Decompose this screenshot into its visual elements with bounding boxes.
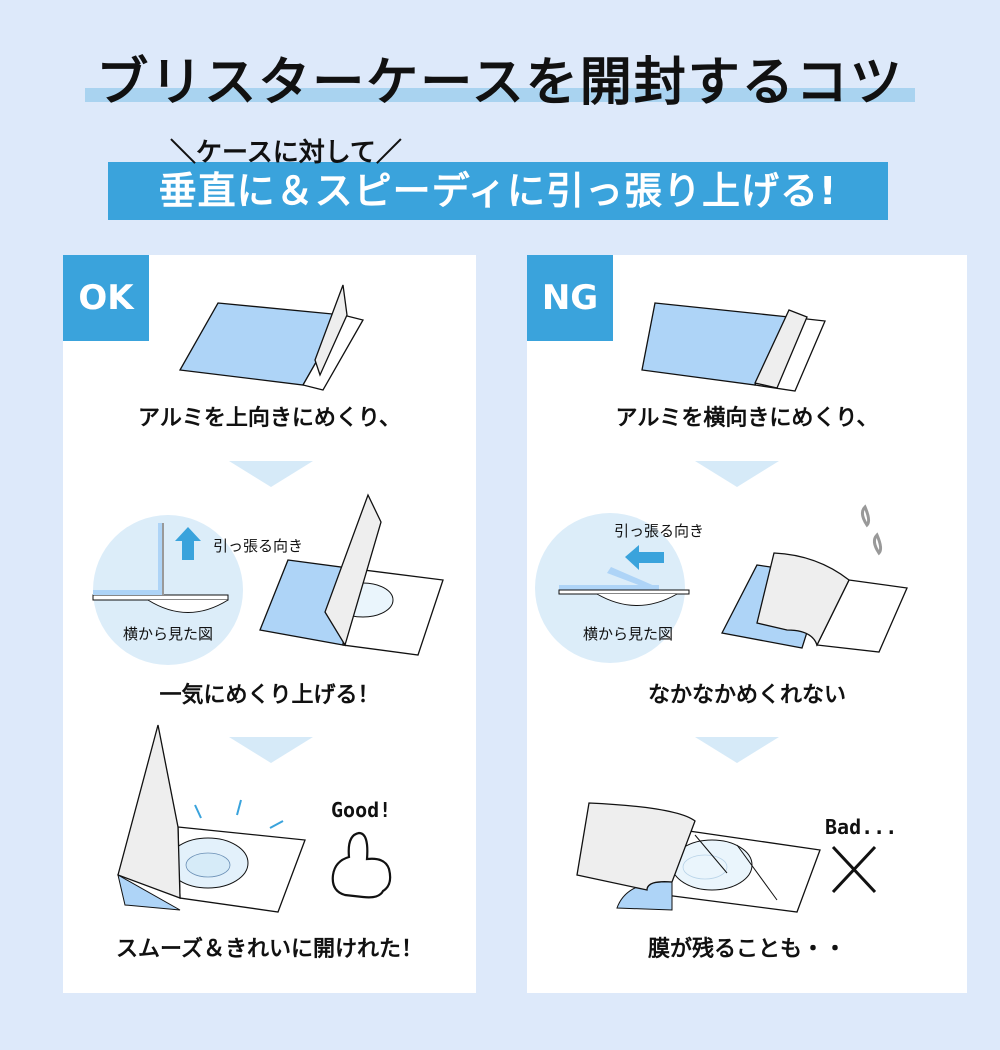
foil-peel-up-illustration <box>178 284 364 391</box>
down-arrow-icon <box>695 737 779 763</box>
ok-step1-caption: アルミを上向きにめくり、 <box>138 406 401 431</box>
pull-direction-label: 引っ張る向き <box>213 537 304 555</box>
ok-tag: OK <box>63 255 149 341</box>
sub-note: ＼ケースに対して／ <box>170 138 402 168</box>
foil-vertical-peel-illustration <box>259 493 444 656</box>
page-title: ブリスターケースを開封するコツ <box>96 53 904 113</box>
down-arrow-icon <box>695 461 779 487</box>
side-view-up-illustration <box>92 515 243 665</box>
tip-banner: 垂直に＆スピーディに引っ張り上げる! <box>108 162 888 220</box>
ng-step3-caption: 膜が残ることも・・ <box>647 937 846 962</box>
side-view-label: 横から見た図 <box>583 625 674 643</box>
ng-tag: NG <box>527 255 613 341</box>
membrane-left-illustration <box>576 802 877 913</box>
bad-label: Bad... <box>825 815 898 839</box>
ok-step2-caption: 一気にめくり上げる！ <box>159 683 380 708</box>
ng-step1-caption: アルミを横向きにめくり、 <box>615 406 879 431</box>
ok-step3-caption: スムーズ＆きれいに開けれた！ <box>116 937 423 962</box>
side-view-side-illustration <box>535 513 690 663</box>
ok-panel: OK アルミを上向きにめくり、 引っ張る向き 横から見た図 一気にめくり上げる！… <box>63 255 476 993</box>
down-arrow-icon <box>229 737 313 763</box>
side-view-label: 横から見た図 <box>123 625 214 643</box>
foil-stuck-illustration <box>721 504 908 653</box>
pull-direction-label: 引っ張る向き <box>614 522 705 540</box>
ng-step2-caption: なかなかめくれない <box>647 683 846 708</box>
ng-panel: NG アルミを横向きにめくり、 引っ張る向き 横から見た図 なかなかめくれない … <box>527 255 967 993</box>
title-underline <box>85 88 915 102</box>
down-arrow-icon <box>229 461 313 487</box>
opened-case-illustration <box>117 724 392 913</box>
good-label: Good! <box>331 798 392 822</box>
foil-peel-side-illustration <box>641 302 826 392</box>
